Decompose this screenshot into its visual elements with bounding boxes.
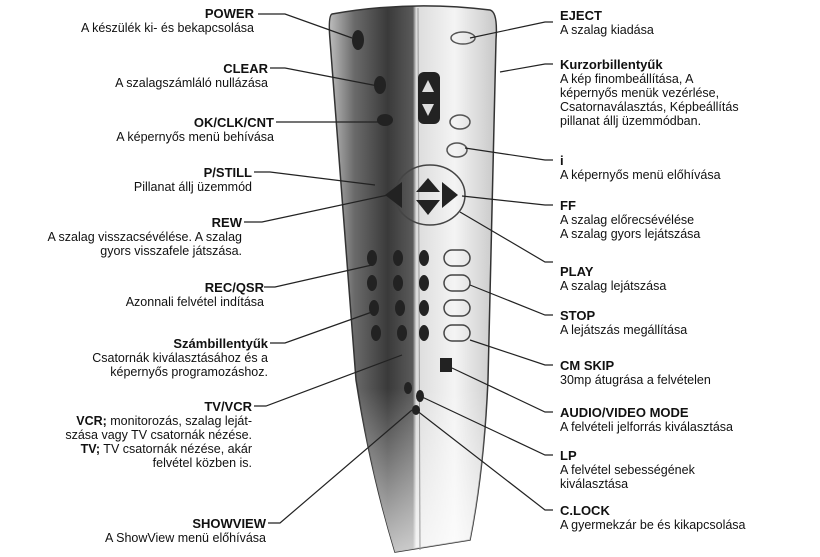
- tv-desc-1: TV csatornák nézése, akár: [100, 442, 252, 456]
- label-showview: SHOWVIEW A ShowView menü előhívása: [105, 516, 266, 546]
- label-title: TV/VCR: [204, 399, 252, 414]
- label-desc: Pillanat állj üzemmód: [133, 180, 252, 194]
- power-button: [352, 30, 364, 50]
- label-title: Számbillentyűk: [173, 336, 268, 351]
- ff-button: [442, 182, 458, 208]
- label-desc: Csatornák kiválasztásához és a képernyős…: [92, 351, 268, 379]
- label-lp: LP A felvétel sebességének kiválasztása: [560, 448, 695, 492]
- label-power: POWER A készülék ki- és bekapcsolása: [80, 6, 254, 36]
- label-title: P/STILL: [203, 165, 252, 180]
- tv-desc-2: felvétel közben is.: [152, 456, 252, 470]
- label-title: PLAY: [560, 264, 594, 279]
- tv-term: TV;: [80, 442, 101, 456]
- label-rec-qsr: REC/QSR Azonnali felvétel indítása: [125, 280, 264, 310]
- label-title: LP: [560, 448, 577, 463]
- label-desc: A készülék ki- és bekapcsolása: [80, 21, 254, 35]
- label-title: SHOWVIEW: [192, 516, 266, 531]
- label-tv-vcr: TV/VCR VCR; monitorozás, szalag leját- s…: [65, 399, 252, 471]
- label-title: REC/QSR: [204, 280, 264, 295]
- eject-button: [450, 31, 476, 45]
- label-desc: VCR; monitorozás, szalag leját-: [65, 414, 252, 428]
- label-c-lock: C.LOCK A gyermekzár be és kikapcsolása: [560, 503, 746, 533]
- label-title: EJECT: [560, 8, 602, 23]
- clear-button: [374, 76, 386, 94]
- ok-button: [377, 114, 393, 126]
- label-number-keys: Számbillentyűk Csatornák kiválasztásához…: [92, 336, 268, 380]
- label-desc: A ShowView menü előhívása: [105, 531, 266, 545]
- label-desc: A szalag előrecsévélése A szalag gyors l…: [560, 213, 701, 241]
- label-stop: STOP A lejátszás megállítása: [560, 308, 688, 338]
- label-ok-clk-cnt: OK/CLK/CNT A képernyős menü behívása: [116, 115, 274, 145]
- label-title: CLEAR: [223, 61, 268, 76]
- label-rew: REW A szalag visszacsévélése. A szalag g…: [47, 215, 242, 259]
- label-ff: FF A szalag előrecsévélése A szalag gyor…: [560, 198, 701, 242]
- label-desc: TV; TV csatornák nézése, akár: [65, 442, 252, 456]
- label-desc: A szalagszámláló nullázása: [115, 76, 268, 90]
- label-cm-skip: CM SKIP 30mp átugrása a felvételen: [560, 358, 711, 388]
- label-desc: 30mp átugrása a felvételen: [560, 373, 711, 387]
- label-cursor-keys: Kurzorbillentyűk A kép finombeállítása, …: [560, 57, 739, 129]
- label-desc: A szalag kiadása: [560, 23, 654, 37]
- label-desc: Azonnali felvétel indítása: [125, 295, 264, 309]
- number-keys: [367, 250, 429, 341]
- label-title: AUDIO/VIDEO MODE: [560, 405, 689, 420]
- label-desc: A gyermekzár be és kikapcsolása: [560, 518, 746, 532]
- label-desc: A képernyős menü behívása: [116, 130, 274, 144]
- label-desc: A lejátszás megállítása: [560, 323, 688, 337]
- label-title: REW: [211, 215, 242, 230]
- label-desc: A képernyős menü előhívása: [560, 168, 721, 182]
- label-title: i: [560, 153, 564, 168]
- label-desc: A felvétel sebességének kiválasztása: [560, 463, 695, 491]
- cm-skip-switch: [440, 358, 452, 372]
- label-audio-video-mode: AUDIO/VIDEO MODE A felvételi jelforrás k…: [560, 405, 733, 435]
- label-title: FF: [560, 198, 576, 213]
- label-clear: CLEAR A szalagszámláló nullázása: [115, 61, 268, 91]
- label-play: PLAY A szalag lejátszása: [560, 264, 667, 294]
- label-desc: A szalag lejátszása: [560, 279, 667, 293]
- vcr-desc-2: szása vagy TV csatornák nézése.: [65, 428, 252, 442]
- label-p-still: P/STILL Pillanat állj üzemmód: [133, 165, 252, 195]
- label-i: i A képernyős menü előhívása: [560, 153, 721, 183]
- label-desc: A szalag visszacsévélése. A szalag gyors…: [47, 230, 242, 258]
- label-title: C.LOCK: [560, 503, 610, 518]
- rew-button: [385, 182, 402, 208]
- label-eject: EJECT A szalag kiadása: [560, 8, 654, 38]
- cursor-keys: [418, 72, 440, 124]
- label-desc: A kép finombeállítása, A képernyős menük…: [560, 72, 739, 128]
- vcr-term: VCR;: [76, 414, 107, 428]
- label-desc: A felvételi jelforrás kiválasztása: [560, 420, 733, 434]
- label-title: Kurzorbillentyűk: [560, 57, 663, 72]
- label-title: POWER: [204, 6, 254, 21]
- label-title: CM SKIP: [560, 358, 615, 373]
- label-title: OK/CLK/CNT: [193, 115, 274, 130]
- vcr-desc-1: monitorozás, szalag leját-: [106, 414, 252, 428]
- label-title: STOP: [560, 308, 596, 323]
